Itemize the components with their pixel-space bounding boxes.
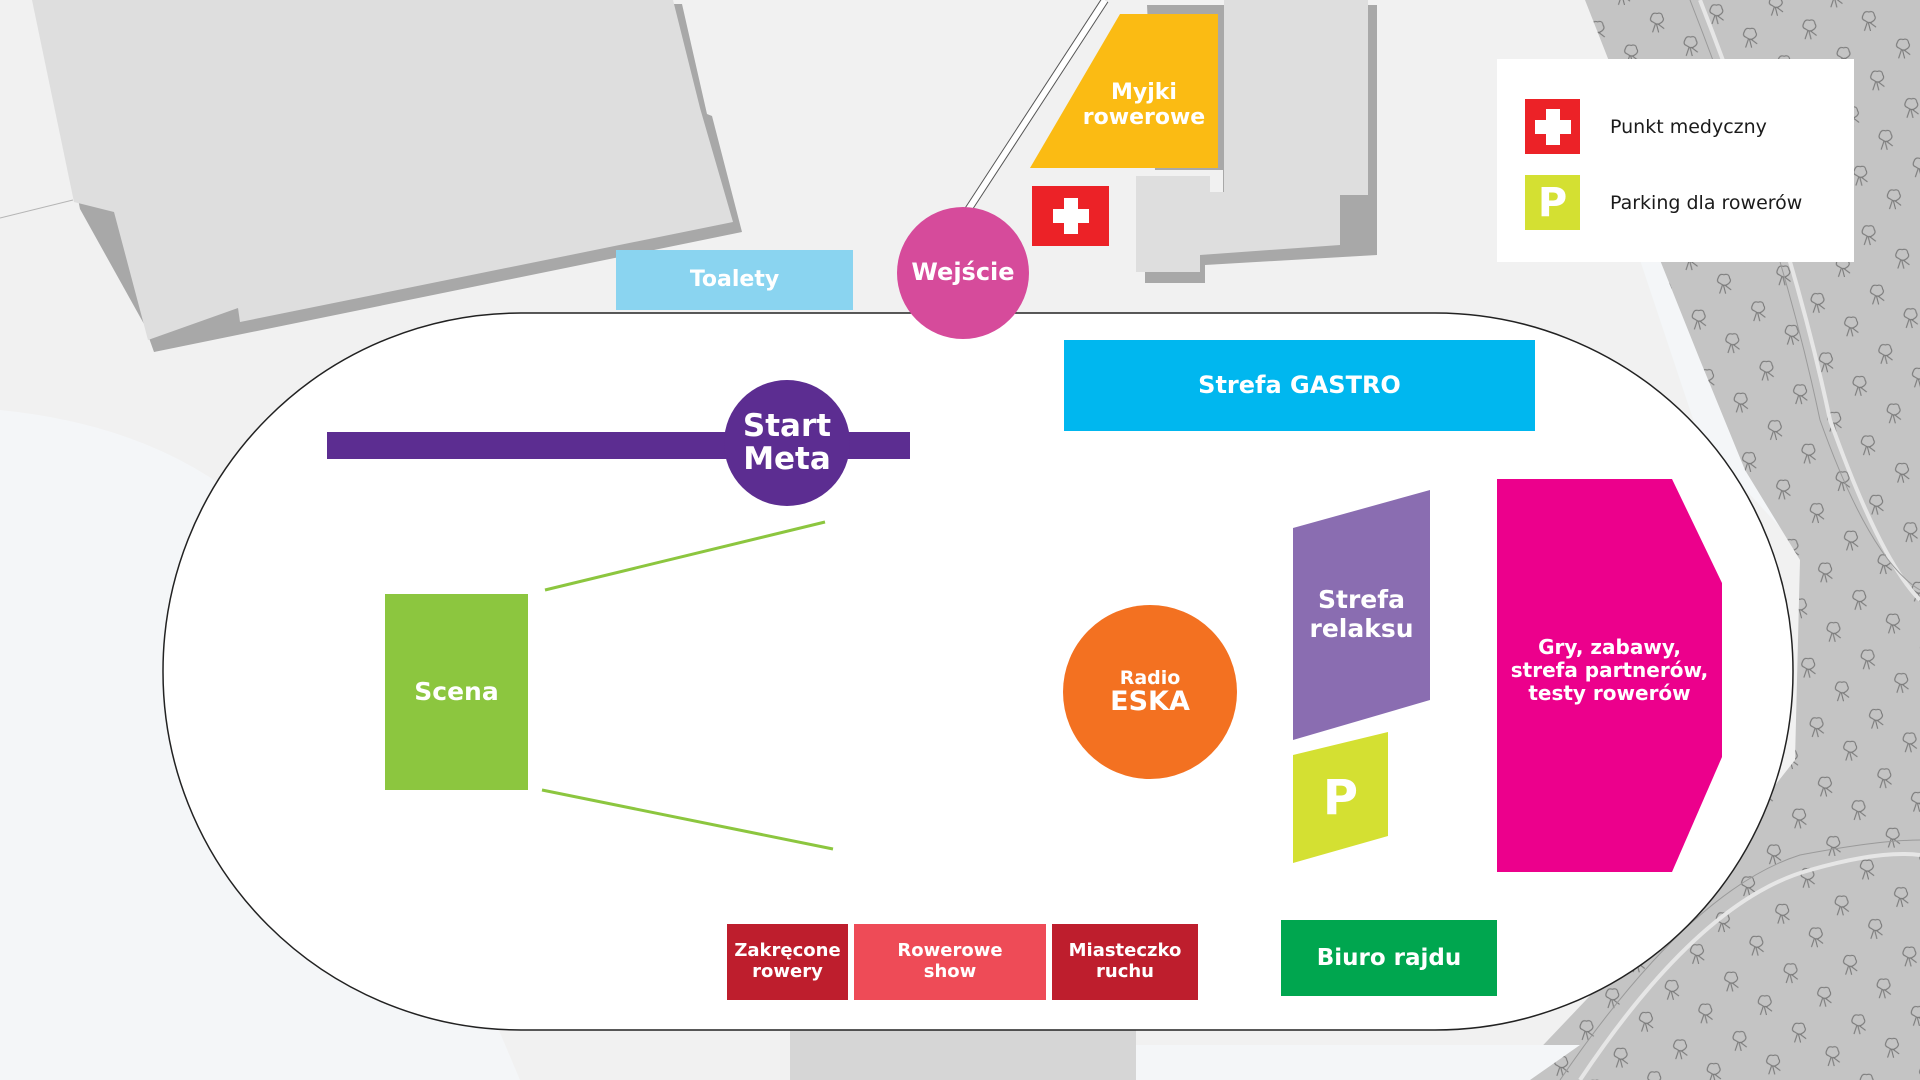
stage-view-line-bottom: [541, 788, 834, 851]
toilets-label: Toalety: [689, 267, 780, 293]
entrance-zone[interactable]: Wejście: [897, 207, 1029, 339]
legend-parking-label: Parking dla rowerów: [1610, 191, 1803, 214]
traffic-town-label-line1: Miasteczko: [1068, 940, 1182, 962]
ground-patch: [1136, 1045, 1580, 1080]
road-line: [0, 199, 74, 219]
parking-p-icon: P: [1322, 770, 1359, 827]
radio-zone[interactable]: Radio ESKA: [1063, 605, 1237, 779]
bike-show-label-line1: Rowerowe: [897, 940, 1003, 962]
radio-label-line2: ESKA: [1110, 686, 1190, 717]
legend-item-parking: P Parking dla rowerów: [1525, 175, 1854, 230]
medical-point[interactable]: [1032, 186, 1109, 246]
relax-label-line1: Strefa: [1318, 585, 1405, 615]
games-label-line1: Gry, zabawy,: [1538, 634, 1681, 659]
games-zone-shape[interactable]: [1497, 479, 1722, 872]
bike-wash-label-line2: rowerowe: [1082, 105, 1206, 130]
gastro-zone[interactable]: Strefa GASTRO: [1064, 340, 1535, 431]
start-finish-zone[interactable]: Start Meta: [724, 380, 850, 506]
bike-wash-label-line1: Myjki: [1111, 79, 1177, 105]
toilets-zone[interactable]: Toalety: [616, 250, 853, 310]
entrance-label: Wejście: [911, 258, 1015, 287]
bike-wash-zone-shape[interactable]: [1030, 14, 1218, 168]
stage-view-line-top: [544, 520, 826, 592]
ground-patch: [790, 1030, 1136, 1080]
traffic-town-zone[interactable]: Miasteczko ruchu: [1052, 924, 1198, 1000]
traffic-town-label-line2: ruchu: [1096, 961, 1154, 982]
finish-label: Meta: [743, 441, 831, 477]
crazy-bikes-label-line1: Zakręcone: [734, 940, 841, 962]
crazy-bikes-label-line2: rowery: [752, 961, 823, 982]
parking-p-icon: P: [1537, 179, 1568, 226]
bike-parking-zone-shape[interactable]: [1293, 732, 1388, 863]
legend-item-medical: Punkt medyczny: [1525, 99, 1854, 154]
crazy-bikes-zone[interactable]: Zakręcone rowery: [727, 924, 848, 1000]
gastro-label: Strefa GASTRO: [1198, 370, 1401, 399]
legend-medical-swatch: [1525, 99, 1580, 154]
relax-label-line2: relaksu: [1309, 614, 1414, 643]
entrance-path: [964, 0, 1109, 213]
games-zone[interactable]: Gry, zabawy, strefa partnerów, testy row…: [1497, 620, 1722, 720]
bike-parking-zone[interactable]: P: [1293, 755, 1388, 843]
rally-office-zone[interactable]: Biuro rajdu: [1281, 920, 1497, 996]
relax-zone[interactable]: Strefa relaksu: [1293, 570, 1430, 660]
legend-parking-swatch: P: [1525, 175, 1580, 230]
games-label-line2: strefa partnerów,: [1510, 657, 1709, 682]
radio-label-line1: Radio: [1119, 667, 1181, 689]
bike-show-label-line2: show: [923, 961, 977, 982]
games-label-line3: testy rowerów: [1528, 680, 1691, 705]
bike-wash-zone[interactable]: Myjki rowerowe: [1070, 70, 1218, 140]
start-label: Start: [742, 408, 832, 445]
medical-cross-icon: [1534, 108, 1571, 145]
bike-show-zone[interactable]: Rowerowe show: [854, 924, 1046, 1000]
legend-medical-label: Punkt medyczny: [1610, 115, 1767, 138]
relax-zone-shape[interactable]: [1293, 490, 1430, 740]
stage-label: Scena: [414, 676, 499, 706]
map-legend: Punkt medyczny P Parking dla rowerów: [1497, 59, 1854, 262]
building-main: [32, 0, 742, 352]
stage-zone[interactable]: Scena: [385, 594, 528, 790]
medical-cross-icon: [1052, 198, 1089, 234]
rally-office-label: Biuro rajdu: [1316, 944, 1462, 971]
